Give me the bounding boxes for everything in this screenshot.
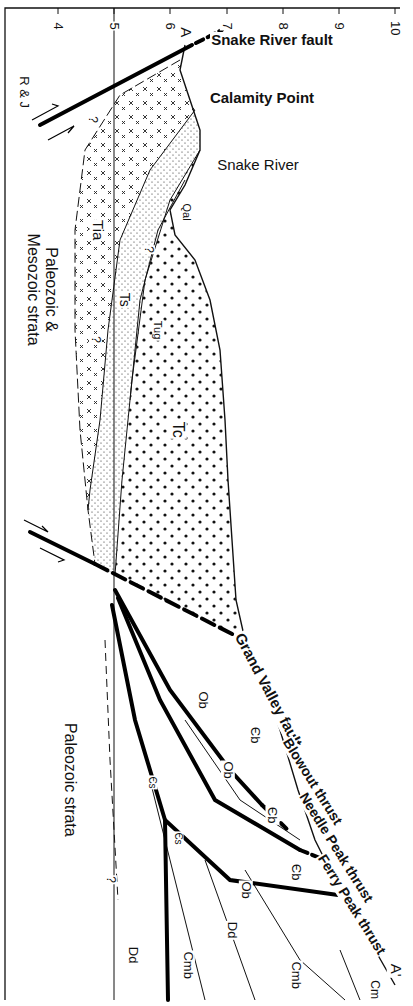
unit-label: Єb	[265, 806, 279, 825]
unit-label: Єs	[147, 775, 158, 789]
unit-label: Cmb	[289, 960, 303, 989]
fault-name: Snake River fault	[210, 32, 334, 49]
unit-label: R & J	[17, 75, 31, 109]
fault-name: Grand Valley fault	[231, 629, 306, 750]
scale-number: 10	[388, 20, 402, 36]
scale-number: 8	[276, 21, 290, 30]
unit-label: Cmb	[181, 950, 195, 979]
rock-label: Paleozoic & Mesozoic strata	[24, 228, 59, 352]
unit-label: Tc	[169, 421, 187, 439]
unit-label: Ob	[196, 690, 210, 709]
scale-number: 5	[107, 21, 121, 30]
unit-label: Ts	[116, 292, 131, 308]
scale-number: 7	[220, 21, 234, 30]
scale-ticks	[58, 8, 395, 14]
faults	[30, 30, 338, 1000]
place-name: Calamity Point	[209, 90, 315, 107]
unit-label: Ob	[239, 880, 253, 899]
unit-label: Ob	[221, 760, 235, 779]
query-mark: ?	[85, 116, 98, 125]
query-mark: ?	[88, 336, 101, 345]
frame	[5, 8, 400, 1000]
unit-label: Tug	[152, 320, 164, 341]
place-name: Snake River	[216, 157, 300, 174]
unit-label: Єb	[289, 863, 303, 882]
unit-label: Єb	[248, 726, 262, 745]
section-end: A	[178, 26, 195, 38]
unit-label: Dd	[126, 946, 140, 965]
scale-number: 6	[163, 21, 177, 30]
unit-label: Tia	[90, 219, 107, 241]
tc-unit	[115, 150, 240, 638]
scale-number: 4	[51, 21, 65, 30]
unit-label: Єs	[173, 831, 184, 845]
section-end: A'	[387, 963, 404, 978]
topographic-profile	[170, 45, 395, 985]
scale-number: 9	[332, 21, 346, 30]
rock-label: Paleozoic strata	[61, 722, 79, 838]
unit-label: Cm	[367, 980, 380, 1001]
query-mark: ?	[141, 246, 154, 255]
unit-label: Qal	[181, 202, 193, 221]
query-mark: ?	[103, 876, 116, 885]
unit-label: Dd	[225, 921, 239, 940]
fault-motion-arrows	[24, 104, 74, 562]
